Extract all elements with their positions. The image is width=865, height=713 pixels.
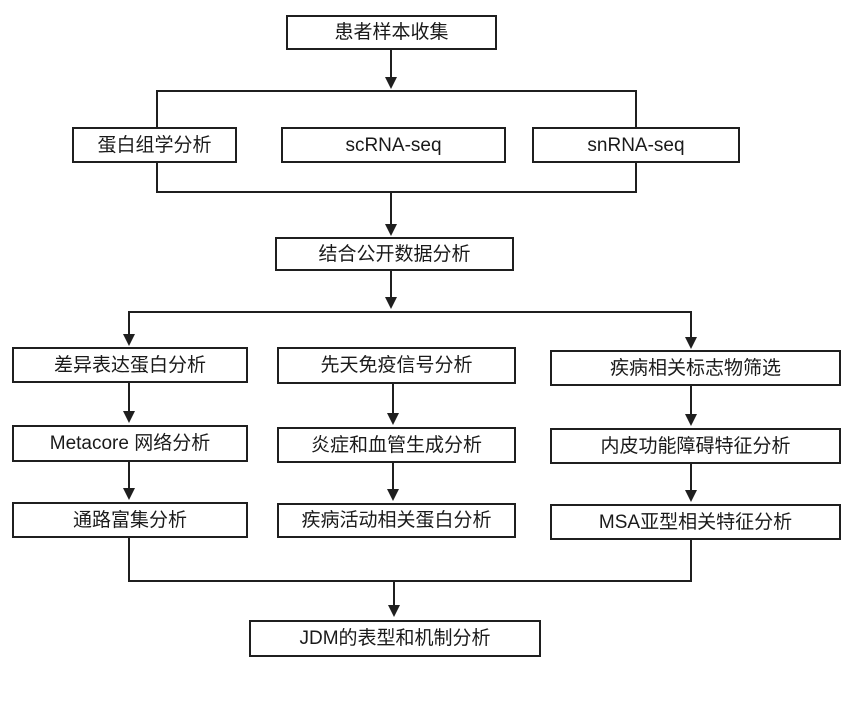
node-label: 内皮功能障碍特征分析 xyxy=(600,435,791,457)
arrowhead-down-icon xyxy=(385,77,397,89)
arrowhead-down-icon xyxy=(385,224,397,236)
connector-inflammation-to-activity xyxy=(392,463,394,489)
arrowhead-down-icon xyxy=(388,605,400,617)
connector-metacore-to-pathway xyxy=(128,462,130,488)
node-label: 差异表达蛋白分析 xyxy=(53,354,206,376)
node-label: MSA亚型相关特征分析 xyxy=(598,511,793,533)
connector-innate-to-inflammation xyxy=(392,384,394,413)
arrowhead-down-icon xyxy=(685,414,697,426)
connector-merge-to-jdm xyxy=(393,582,395,606)
node-label: 炎症和血管生成分析 xyxy=(310,434,482,456)
node-innate-immune-signal-analysis: 先天免疫信号分析 xyxy=(277,347,516,384)
node-pathway-enrichment-analysis: 通路富集分析 xyxy=(12,502,248,538)
node-public-data-analysis: 结合公开数据分析 xyxy=(275,237,514,271)
node-label: JDM的表型和机制分析 xyxy=(299,628,491,649)
node-patient-sample-collection: 患者样本收集 xyxy=(286,15,497,50)
node-metacore-network-analysis: Metacore 网络分析 xyxy=(12,425,248,462)
node-label: Metacore 网络分析 xyxy=(49,433,211,454)
connector-branch-right xyxy=(690,311,692,337)
node-scrna-seq: scRNA-seq xyxy=(281,127,506,163)
node-label: scRNA-seq xyxy=(345,134,442,156)
arrowhead-down-icon xyxy=(123,334,135,346)
node-inflammation-angiogenesis-analysis: 炎症和血管生成分析 xyxy=(277,427,516,463)
node-label: 疾病相关标志物筛选 xyxy=(609,357,781,379)
arrowhead-down-icon xyxy=(387,413,399,425)
merge-left-line xyxy=(128,538,130,582)
merge-right-line xyxy=(690,540,692,582)
node-label: 蛋白组学分析 xyxy=(97,134,212,156)
connector-frame-to-publicdata xyxy=(390,193,392,224)
node-label: 疾病活动相关蛋白分析 xyxy=(301,510,492,531)
connector-markers-to-endothelial xyxy=(690,386,692,414)
arrowhead-down-icon xyxy=(685,490,697,502)
node-endothelial-dysfunction-analysis: 内皮功能障碍特征分析 xyxy=(550,428,841,464)
node-disease-marker-screening: 疾病相关标志物筛选 xyxy=(550,350,841,386)
arrowhead-down-icon xyxy=(123,488,135,500)
node-msa-subtype-feature-analysis: MSA亚型相关特征分析 xyxy=(550,504,841,540)
node-jdm-phenotype-mechanism-analysis: JDM的表型和机制分析 xyxy=(249,620,541,657)
merge-line xyxy=(128,580,692,582)
connector-branch-left xyxy=(128,311,130,334)
node-label: 结合公开数据分析 xyxy=(318,243,471,265)
connector-collect-to-frame xyxy=(390,50,392,78)
node-differential-protein-analysis: 差异表达蛋白分析 xyxy=(12,347,248,383)
connector-publicdata-to-branch xyxy=(390,271,392,298)
connector-dep-to-metacore xyxy=(128,383,130,411)
arrowhead-down-icon xyxy=(123,411,135,423)
arrowhead-down-icon xyxy=(387,489,399,501)
branch-line xyxy=(128,311,692,313)
node-disease-activity-protein-analysis: 疾病活动相关蛋白分析 xyxy=(277,503,516,538)
node-label: 先天免疫信号分析 xyxy=(320,355,473,376)
arrowhead-down-icon xyxy=(685,337,697,349)
connector-endothelial-to-msa xyxy=(690,464,692,490)
node-snrna-seq: snRNA-seq xyxy=(532,127,740,163)
arrowhead-down-icon xyxy=(385,297,397,309)
node-label: 通路富集分析 xyxy=(72,509,187,531)
node-label: snRNA-seq xyxy=(587,134,685,156)
node-label: 患者样本收集 xyxy=(334,22,449,43)
node-proteomics-analysis: 蛋白组学分析 xyxy=(72,127,237,163)
